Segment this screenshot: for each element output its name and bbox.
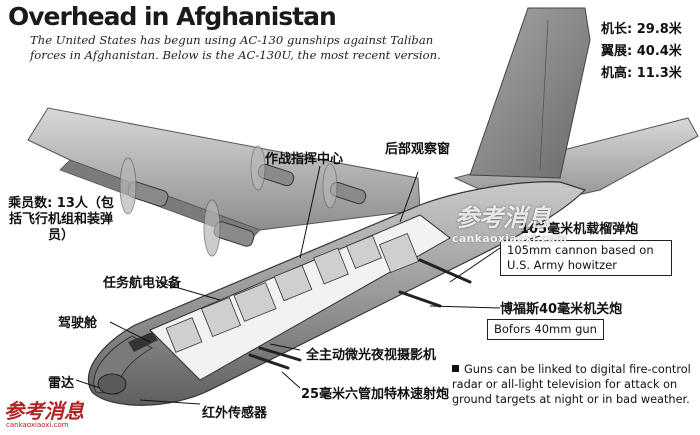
- label-bofors-en: Bofors 40mm gun: [487, 319, 604, 340]
- label-infrared: 红外传感器: [202, 406, 268, 421]
- engines: [119, 145, 367, 257]
- label-command-center: 作战指挥中心: [265, 152, 344, 167]
- label-bofors-zh: 博福斯40毫米机关炮: [500, 302, 623, 317]
- corner-watermark-site: cankaoxiaoxi.com: [6, 421, 69, 429]
- corner-watermark-logo: 参考消息: [4, 399, 84, 423]
- label-cockpit: 驾驶舱: [58, 316, 98, 331]
- watermark-logo: 参考消息: [455, 203, 551, 232]
- label-cannon-105-en: 105mm cannon based on U.S. Army howitzer: [500, 240, 672, 276]
- spec-height: 机高: 11.3米: [601, 66, 682, 81]
- label-gatling-25: 25毫米六管加特林速射炮: [300, 387, 450, 402]
- page-title: Overhead in Afghanistan: [8, 2, 337, 31]
- label-crew: 乘员数: 13人（包括飞行机组和装弹员）: [8, 196, 114, 243]
- label-radar: 雷达: [48, 376, 75, 391]
- label-cannon-105-zh: 105毫米机载榴弹炮: [520, 222, 639, 237]
- page-subtitle: The United States has begun using AC-130…: [30, 33, 441, 62]
- fire-control-note: Guns can be linked to digital fire-contr…: [452, 362, 692, 407]
- label-night-camera: 全主动微光夜视摄影机: [306, 348, 437, 363]
- watermark-site: cankaoxiaoxi.com: [452, 232, 568, 245]
- tail-fin: [469, 7, 591, 179]
- gun-barrels: [248, 258, 472, 370]
- bullet-square-icon: [452, 365, 459, 372]
- spec-length: 机长: 29.8米: [601, 22, 682, 37]
- label-avionics: 任务航电设备: [103, 276, 182, 291]
- label-rear-window: 后部观察窗: [385, 142, 451, 157]
- spec-wingspan: 翼展: 40.4米: [601, 44, 682, 59]
- fire-control-note-text: Guns can be linked to digital fire-contr…: [452, 363, 691, 406]
